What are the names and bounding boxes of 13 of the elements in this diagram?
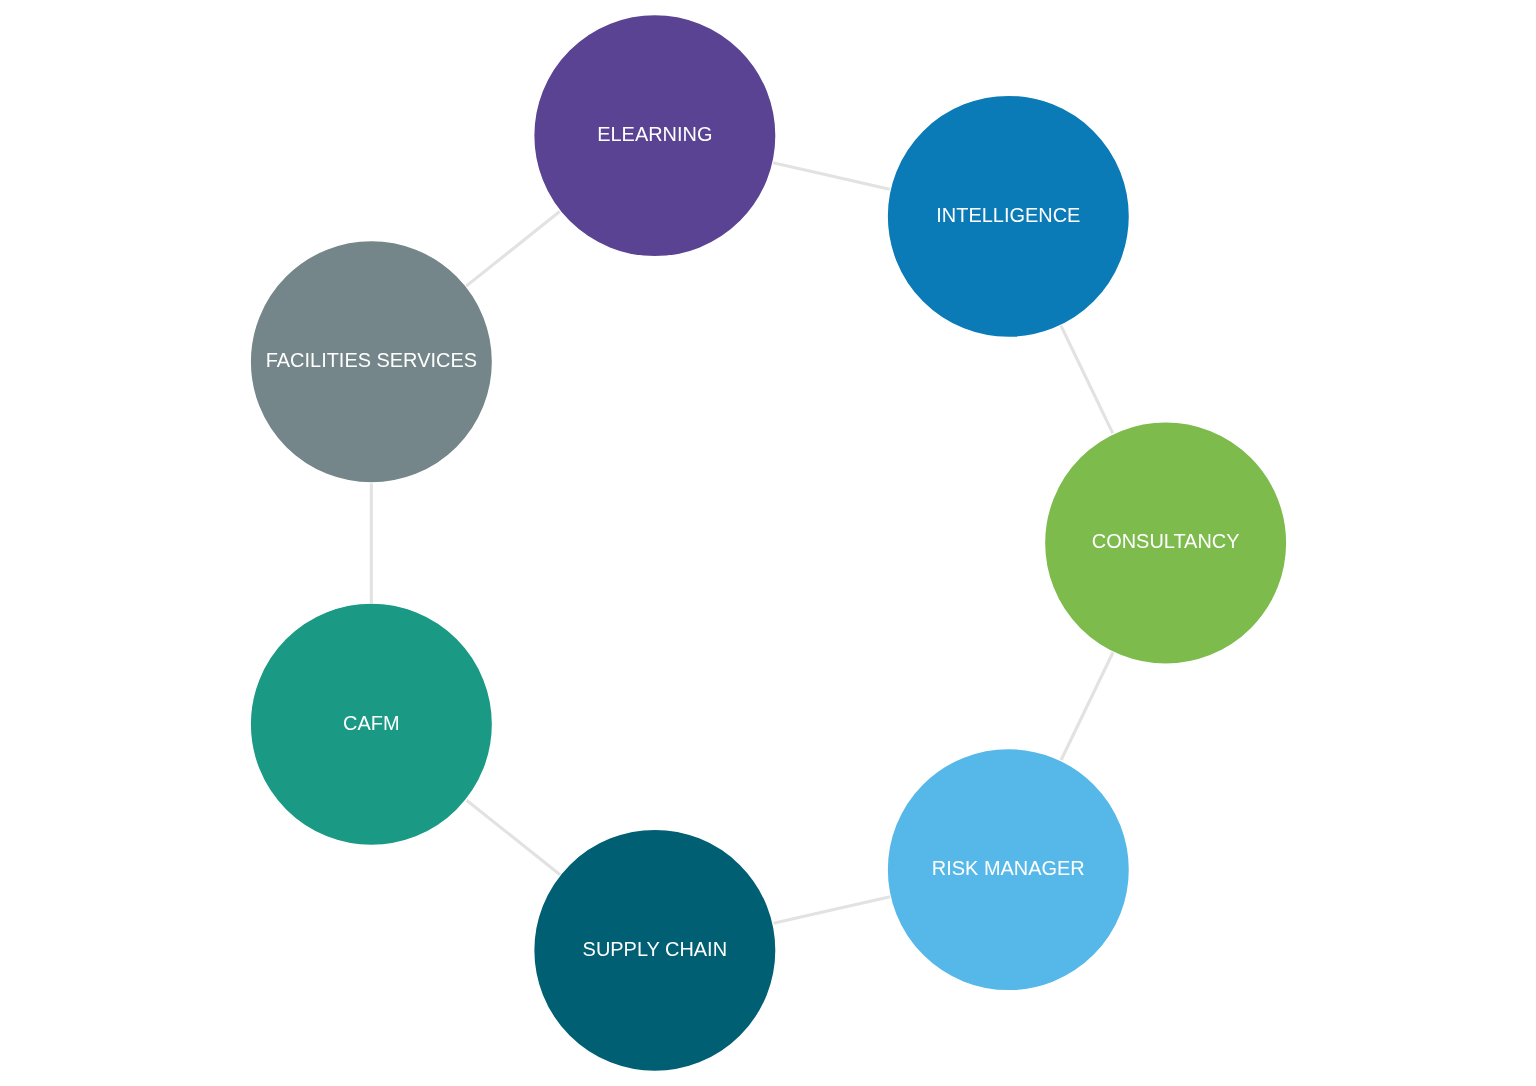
connector bbox=[464, 210, 561, 288]
connector bbox=[1059, 324, 1114, 434]
node-circle: CAFM bbox=[248, 602, 493, 847]
connector bbox=[772, 161, 890, 191]
connector bbox=[465, 799, 561, 876]
node-circle: ELEARNING bbox=[532, 13, 777, 258]
node-circle: FACILITIES SERVICES bbox=[248, 239, 493, 484]
connector bbox=[772, 895, 890, 925]
node-circle: RISK MANAGER bbox=[885, 747, 1130, 992]
node-circle: CONSULTANCY bbox=[1043, 421, 1288, 665]
node-circle: INTELLIGENCE bbox=[885, 94, 1130, 339]
connector bbox=[1059, 651, 1114, 761]
node-circle: SUPPLY CHAIN bbox=[532, 828, 777, 1073]
